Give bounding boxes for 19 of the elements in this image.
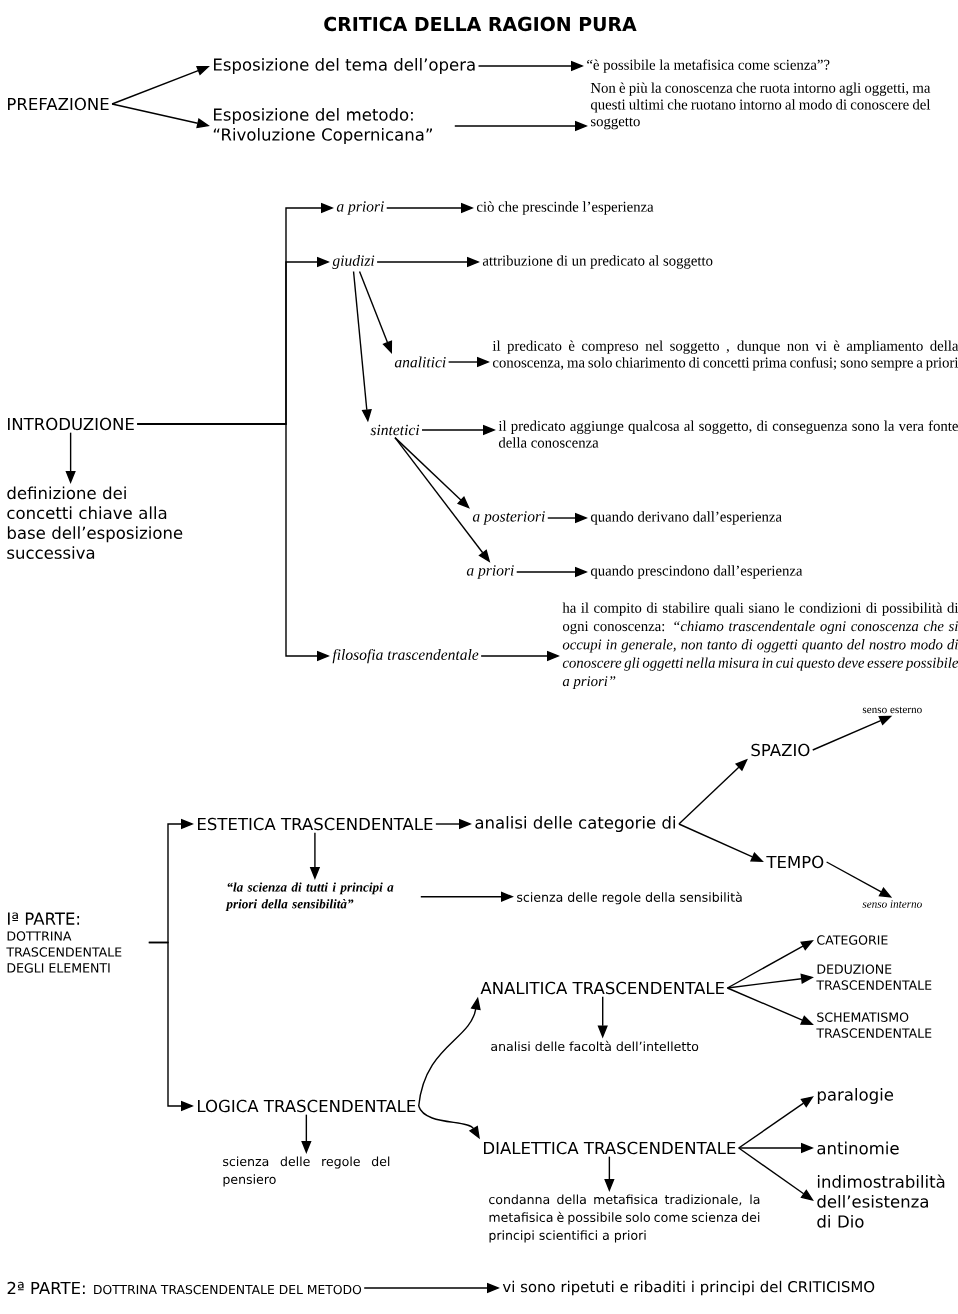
topic-label: ESTETICA TRASCENDENTALE	[198, 817, 433, 831]
topic-label: SPAZIO	[751, 743, 810, 757]
topic-label: paralogie	[817, 1088, 894, 1104]
topic-label: DIALETTICA TRASCENDENTALE	[484, 1141, 736, 1155]
topic-label: LOGICA TRASCENDENTALE	[198, 1099, 416, 1113]
diagram-title: CRITICA DELLA RAGION PURA	[324, 16, 637, 32]
topic-label: ANALITICA TRASCENDENTALE	[480, 981, 724, 995]
section-heading: PREFAZIONE	[8, 97, 109, 111]
arrow	[394, 436, 470, 509]
topic-label: Esposizione del tema dell’opera	[214, 58, 475, 74]
arrow	[738, 1147, 814, 1201]
topic-label: Esposizione del metodo: “Rivoluzione Copernicana”	[213, 108, 432, 144]
topic-label: analisi delle categorie di	[475, 816, 675, 832]
section-heading: INTRODUZIONE	[8, 417, 134, 431]
topic-label: antinomie	[817, 1141, 899, 1155]
topic-label: indimostrabilità dell’esistenza di Dio	[817, 1174, 945, 1228]
topic-label: TEMPO	[766, 855, 824, 869]
note-text: definizione dei concetti chiave alla base dell’esposizione successiva	[7, 486, 183, 559]
arrow	[738, 1096, 814, 1149]
